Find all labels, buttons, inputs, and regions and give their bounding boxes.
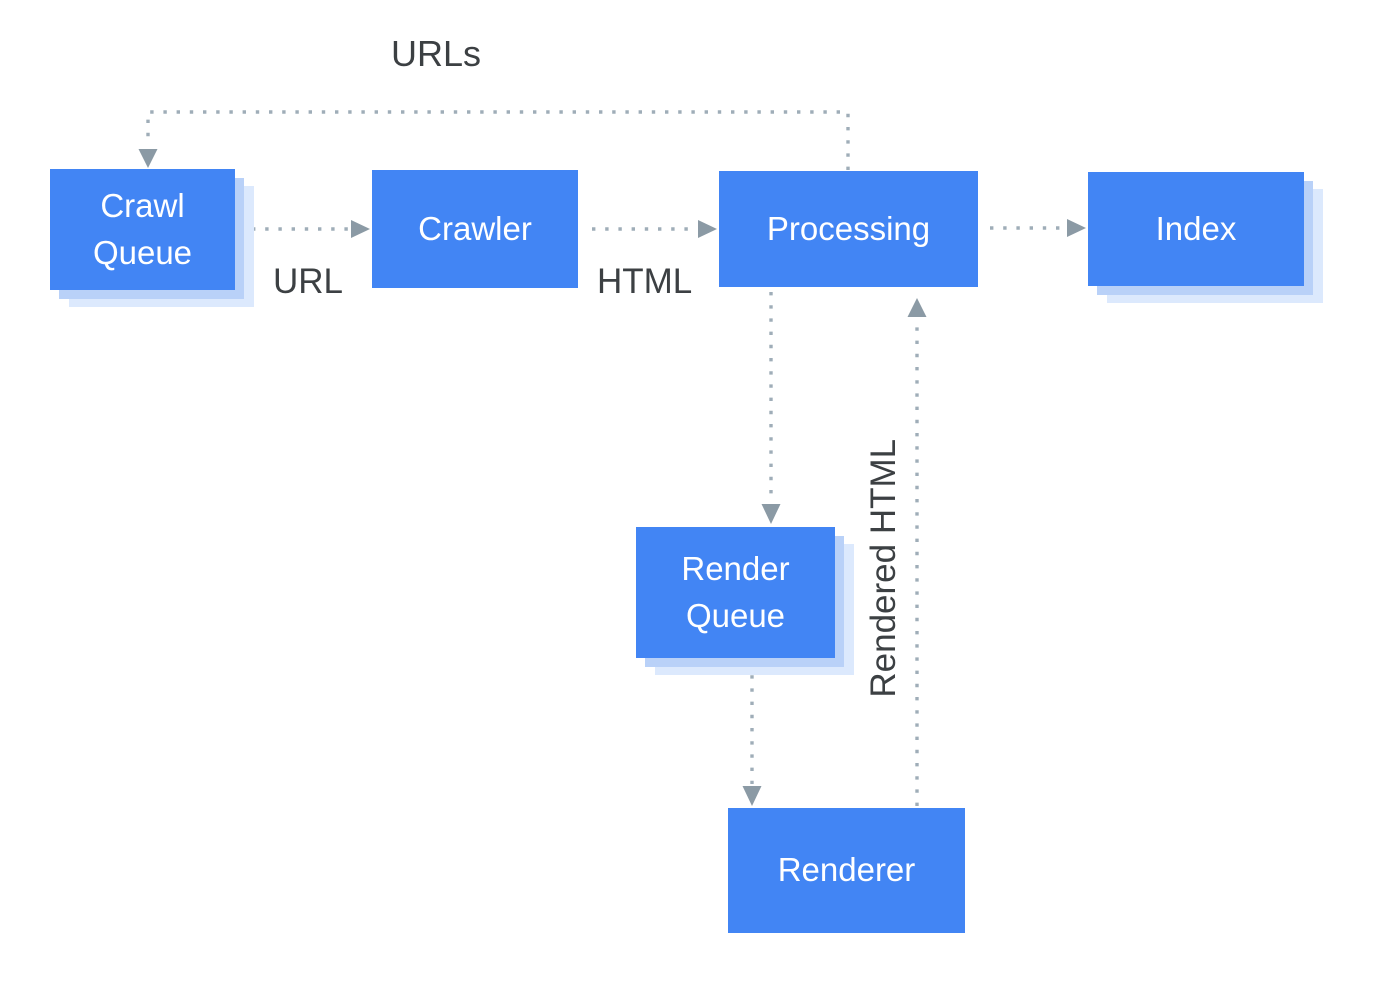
- node-renderer-label: Renderer: [777, 851, 916, 889]
- node-crawler: Crawler: [372, 170, 578, 288]
- arrowhead-down-into-crawl-queue-icon: [138, 149, 158, 168]
- node-processing: Processing: [719, 171, 978, 287]
- node-processing-label: Processing: [766, 209, 931, 247]
- node-render-queue: Render Queue: [636, 527, 835, 658]
- node-index: Index: [1088, 172, 1304, 286]
- edge-label-rendered-html: Rendered HTML: [863, 438, 903, 698]
- node-renderer: Renderer: [728, 808, 965, 933]
- node-crawl-queue-label: Crawl Queue: [92, 186, 193, 271]
- node-render-queue-label: Render Queue: [681, 549, 790, 634]
- edge-label-url: URL: [273, 262, 344, 301]
- edge-label-urls: URLs: [391, 33, 482, 74]
- edge-label-html: HTML: [597, 262, 693, 301]
- arrowhead-right-into-index-icon: [1067, 219, 1086, 237]
- arrowhead-down-into-render-queue-icon: [761, 504, 781, 524]
- connector-processing-to-crawl-queue: [146, 110, 850, 170]
- arrowhead-right-into-crawler-icon: [351, 220, 370, 238]
- arrowhead-down-into-renderer-icon: [742, 786, 762, 806]
- node-crawl-queue: Crawl Queue: [50, 169, 235, 290]
- arrowhead-up-into-processing-icon: [907, 298, 927, 317]
- arrowhead-right-into-processing-icon: [698, 220, 717, 238]
- node-index-label: Index: [1155, 209, 1237, 247]
- node-crawler-label: Crawler: [418, 209, 532, 247]
